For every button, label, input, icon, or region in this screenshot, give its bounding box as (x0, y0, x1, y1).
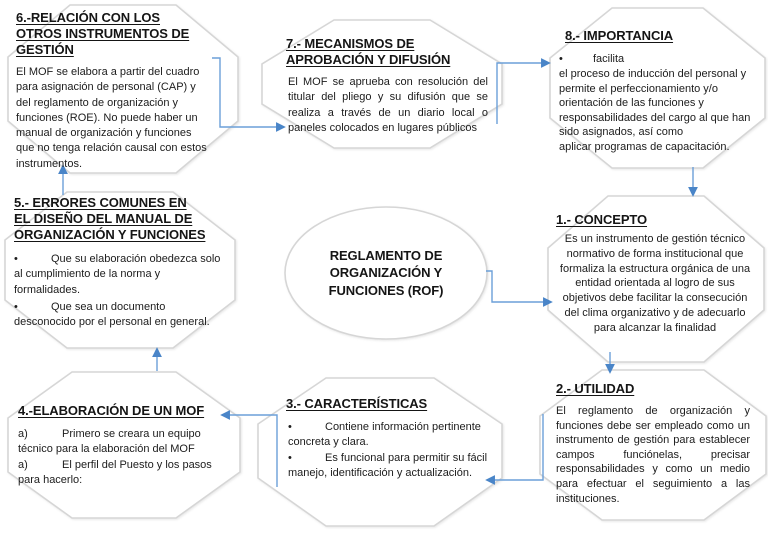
bullet-icon: • (14, 300, 18, 313)
center-node-label: REGLAMENTO DE ORGANIZACIÓN Y FUNCIONES (… (328, 248, 444, 298)
list-item: a)El perfil del Puesto y los pasos para … (18, 458, 233, 489)
list-item: •Contiene información pertinente concret… (288, 420, 496, 451)
node-importancia-title: 8.- IMPORTANCIA (565, 28, 674, 43)
node-caracteristicas-title: 3.- CARACTERÍSTICAS (286, 396, 428, 411)
connector-utilidad-to-caracteristicas (485, 414, 544, 485)
connector-mecanismos-to-importancia (496, 58, 551, 124)
list-item-text: Que sea un documento desconocido por el … (14, 300, 210, 329)
node-importancia-bullet-text: facilita (593, 53, 625, 65)
node-errores-items: •Que su elaboración obedezca solo al cum… (14, 252, 222, 330)
list-item: •Que su elaboración obedezca solo al cum… (14, 252, 222, 298)
node-importancia-bullet-row: • facilita (559, 52, 768, 67)
list-marker: a) (18, 458, 28, 471)
node-concepto: 1.- CONCEPTO (556, 212, 647, 228)
node-concepto-body: Es un instrumento de gestión técnico nor… (559, 233, 751, 334)
node-utilidad-title: 2.- UTILIDAD (556, 381, 635, 396)
list-item-text: Que su elaboración obedezca solo al cump… (14, 253, 221, 296)
node-elaboracion-title: 4.-ELABORACIÓN DE UN MOF (18, 403, 205, 418)
octagon-utilidad (539, 369, 767, 521)
bullet-icon: • (14, 253, 18, 265)
node-mecanismos-body: El MOF se aprueba con resolución del tit… (288, 76, 488, 134)
bullet-icon: • (559, 53, 563, 65)
node-concepto-title: 1.- CONCEPTO (556, 212, 648, 227)
node-relacion-body: El MOF se elabora a partir del cuadro pa… (16, 66, 207, 170)
node-errores-title: 5.- ERRORES COMUNES EN EL DISEÑO DEL MAN… (14, 195, 206, 242)
list-item-text: Es funcional para permitir su fácil mane… (288, 451, 488, 479)
octagon-errores (4, 191, 236, 349)
list-item: •Es funcional para permitir su fácil man… (288, 451, 496, 482)
ellipse-rof-center (284, 206, 488, 340)
connector-center-to-concepto (486, 270, 553, 307)
octagon-mecanismos (261, 19, 503, 149)
list-item: a)Primero se creara un equipo técnico pa… (18, 427, 233, 458)
node-relacion-title: 6.-RELACIÓN CON LOS OTROS INSTRUMENTOS D… (16, 10, 190, 57)
octagon-caracteristicas (257, 377, 503, 527)
node-importancia: 8.- IMPORTANCIA • facilita el proceso de … (559, 28, 768, 154)
node-utilidad: 2.- UTILIDAD El reglamento de organizaci… (556, 381, 756, 506)
octagon-importancia (549, 7, 766, 169)
node-mecanismos-title: 7.- MECANISMOS DE APROBACIÓN Y DIFUSIÓN (286, 36, 451, 67)
octagon-concepto (547, 195, 765, 363)
bullet-icon: • (288, 421, 292, 433)
node-caracteristicas-items: •Contiene información pertinente concret… (288, 420, 496, 481)
list-marker: a) (18, 428, 28, 440)
connector-relacion-to-mecanismos (212, 57, 286, 132)
connector-caracteristicas-to-elaboracion (220, 410, 278, 487)
list-item-text: Primero se creara un equipo técnico para… (18, 428, 201, 456)
octagon-relacion (7, 4, 239, 174)
node-caracteristicas: 3.- CARACTERÍSTICAS •Contiene informació… (286, 396, 498, 481)
node-elaboracion-items: a)Primero se creara un equipo técnico pa… (18, 427, 233, 488)
list-item-text: El perfil del Puesto y los pasos para ha… (18, 458, 212, 486)
node-utilidad-body: El reglamento de organización y funcione… (556, 405, 750, 505)
node-errores: 5.- ERRORES COMUNES EN EL DISEÑO DEL MAN… (14, 195, 242, 332)
list-item-text: Contiene información pertinente concreta… (288, 421, 481, 449)
node-importancia-body: el proceso de inducción del personal y p… (559, 68, 751, 153)
node-elaboracion: 4.-ELABORACIÓN DE UN MOF a)Primero se cr… (18, 403, 236, 488)
node-mecanismos: 7.- MECANISMOS DE APROBACIÓN Y DIFUSIÓN … (286, 36, 501, 136)
node-relacion: 6.-RELACIÓN CON LOS OTROS INSTRUMENTOS D… (16, 10, 240, 172)
bullet-icon: • (288, 451, 292, 464)
octagon-elaboracion (7, 371, 241, 519)
list-item: •Que sea un documento desconocido por el… (14, 300, 222, 331)
